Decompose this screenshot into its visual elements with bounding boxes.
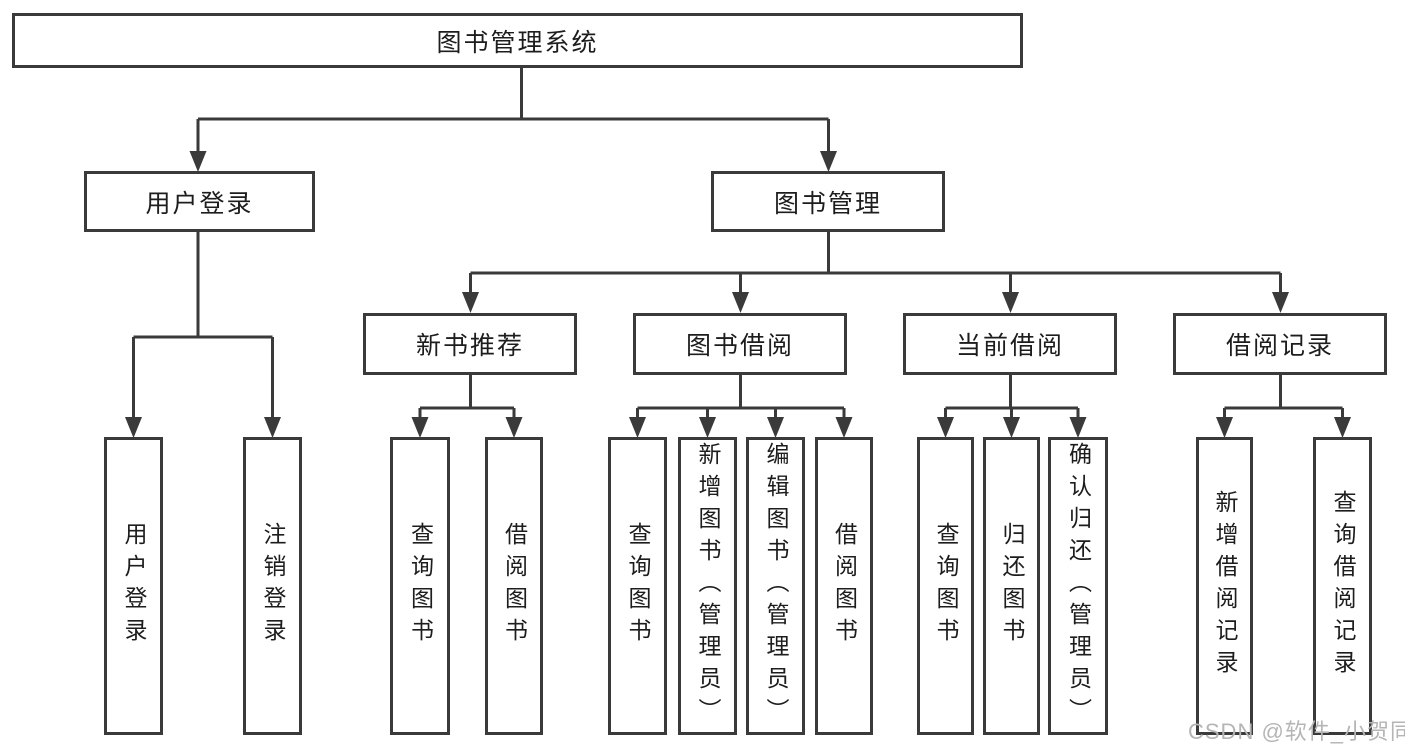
- node-label: 图书管理系统: [436, 28, 599, 57]
- watermark: CSDN @软件_小贺同学: [1188, 719, 1405, 744]
- node-leaf-confirm-return-admin: 确认归还（管理员）: [1048, 437, 1108, 735]
- node-label: 借阅图书: [831, 522, 858, 650]
- node-leaf-query-books-recommend: 查询图书: [390, 437, 450, 735]
- node-label: 新书推荐: [415, 332, 524, 360]
- node-library-system: 图书管理系统: [12, 13, 1023, 68]
- node-label: 查询借阅记录: [1330, 490, 1356, 682]
- node-label: 图书借阅: [685, 332, 794, 360]
- node-leaf-borrow-books: 借阅图书: [815, 437, 873, 735]
- node-leaf-query-borrow-record: 查询借阅记录: [1313, 437, 1372, 735]
- node-label: 用户登录: [145, 189, 254, 218]
- node-label: 借阅图书: [501, 522, 528, 650]
- node-label: 新增借阅记录: [1212, 490, 1238, 682]
- node-book-management: 图书管理: [711, 171, 945, 232]
- node-leaf-borrow-books-recommend: 借阅图书: [485, 437, 543, 735]
- node-label: 归还图书: [999, 522, 1025, 650]
- node-leaf-add-borrow-record: 新增借阅记录: [1196, 437, 1253, 735]
- node-borrowing-records: 借阅记录: [1173, 313, 1387, 375]
- node-label: 查询图书: [625, 522, 651, 650]
- node-label: 查询图书: [407, 522, 434, 650]
- node-leaf-edit-books-admin: 编辑图书（管理员）: [746, 437, 805, 735]
- node-book-borrowing: 图书借阅: [633, 313, 847, 375]
- node-new-book-recommendation: 新书推荐: [363, 313, 577, 375]
- node-label: 注销登录: [260, 522, 286, 650]
- node-label: 查询图书: [933, 522, 959, 650]
- node-label: 图书管理: [773, 189, 882, 218]
- node-current-borrowing: 当前借阅: [903, 313, 1117, 375]
- node-label: 当前借阅: [955, 332, 1064, 360]
- node-leaf-query-books-borrow: 查询图书: [608, 437, 667, 735]
- node-leaf-query-books-current: 查询图书: [917, 437, 974, 735]
- node-label: 借阅记录: [1225, 332, 1334, 360]
- node-label: 编辑图书（管理员）: [763, 442, 789, 730]
- node-leaf-logout: 注销登录: [243, 437, 302, 735]
- node-leaf-user-login: 用户登录: [104, 437, 163, 735]
- node-label: 用户登录: [121, 522, 147, 650]
- node-user-login: 用户登录: [84, 171, 315, 232]
- node-leaf-add-books-admin: 新增图书（管理员）: [678, 437, 737, 735]
- node-label: 确认归还（管理员）: [1065, 442, 1092, 730]
- node-leaf-return-books: 归还图书: [983, 437, 1040, 735]
- node-label: 新增图书（管理员）: [695, 442, 721, 730]
